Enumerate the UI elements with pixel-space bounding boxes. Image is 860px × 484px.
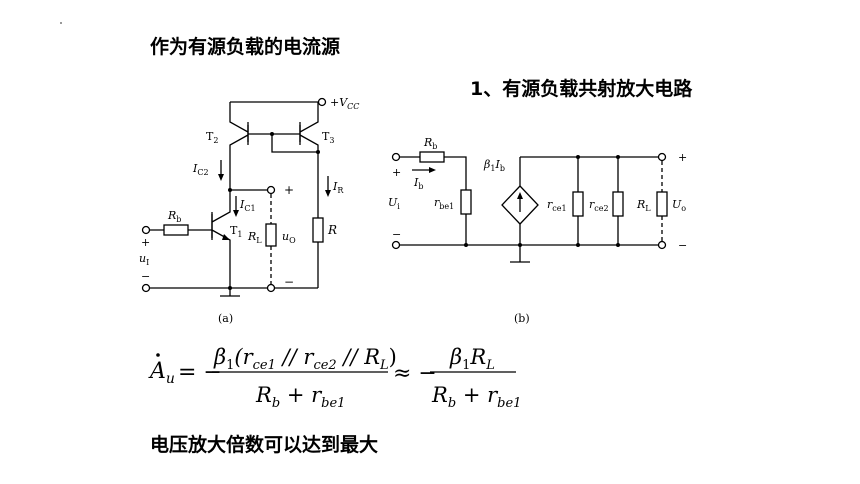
eq-den2: Rb + rbe1 <box>431 383 521 411</box>
node-dot <box>270 132 274 136</box>
rl-resistor <box>265 223 277 247</box>
in-minus: − <box>141 270 150 283</box>
rb-resistor <box>163 224 189 236</box>
output-terminal-plus <box>266 185 276 195</box>
ic2-label: IC2 <box>192 162 209 177</box>
b-in-minus: − <box>392 228 401 241</box>
t2-label: T2 <box>206 130 218 145</box>
b-uo-label: Uo <box>672 198 686 213</box>
vcc-terminal <box>317 97 327 107</box>
in-plus: + <box>141 236 150 249</box>
t3-label: T3 <box>322 130 334 145</box>
t1-emitter-arrow <box>222 234 230 240</box>
page-title: 作为有源负载的电流源 <box>150 36 341 58</box>
input-terminal <box>141 225 151 235</box>
b-dependent-source <box>501 185 539 225</box>
out-minus: − <box>284 275 294 289</box>
circuit-a: +VCC T2 T3 IC2 IR + IC1 T1 <box>139 96 359 325</box>
b-rbe-label: rbe1 <box>434 196 454 211</box>
b-out-minus: − <box>678 239 687 252</box>
eq-num1: β1(rce1 // rce2 // RL) <box>213 345 397 373</box>
b-input-ground-terminal <box>391 240 401 250</box>
eq-approx: ≈ − <box>393 361 437 386</box>
gain-equation: Au = − β1(rce1 // rce2 // RL) Rb + rbe1 … <box>148 345 521 411</box>
b-input-terminal <box>391 152 401 162</box>
b-rl-label: RL <box>636 198 651 213</box>
b-rce1-label: rce1 <box>547 198 567 213</box>
ic2-arrowhead <box>218 174 224 181</box>
node-dot <box>464 243 468 247</box>
b-rce2-resistor <box>612 191 624 217</box>
rb-label: Rb <box>167 209 181 224</box>
t1-label: T1 <box>230 224 242 239</box>
b-rce1-resistor <box>572 191 584 217</box>
out-plus: + <box>284 183 294 197</box>
vcc-label: +VCC <box>330 96 359 111</box>
eq-lhs: Au <box>148 359 175 387</box>
ir-arrowhead <box>325 190 331 197</box>
input-ground-terminal <box>141 283 151 293</box>
b-out-plus: + <box>678 151 687 164</box>
r-label: R <box>327 223 337 237</box>
b-beta-label: β1Ib <box>483 158 505 173</box>
b-rl-resistor <box>656 191 668 217</box>
t2-transistor <box>229 102 249 190</box>
output-terminal-minus <box>266 283 276 293</box>
b-input-branch <box>400 156 467 245</box>
uo-label: uO <box>282 230 296 245</box>
b-rbe-resistor <box>460 189 472 215</box>
eq-dot <box>156 353 160 357</box>
t3-transistor <box>299 102 319 190</box>
mirror-base-link <box>248 133 318 153</box>
caption-b: (b) <box>514 312 530 325</box>
eq-den1: Rb + rbe1 <box>255 383 345 411</box>
node-dot <box>316 150 320 154</box>
ic1-arrowhead <box>233 210 239 217</box>
b-rb-label: Rb <box>423 136 437 151</box>
b-output-terminal-minus <box>657 240 667 250</box>
b-in-plus: + <box>392 166 401 179</box>
b-source-arrowhead <box>517 192 523 199</box>
b-output-terminal-plus <box>657 152 667 162</box>
b-rb-resistor <box>419 151 445 163</box>
circuit-b: Rb Ib + Ui − rbe1 + − β1Ib rce1 <box>388 136 687 325</box>
section-subtitle: 1、有源负载共射放大电路 <box>470 78 693 100</box>
b-ui-label: Ui <box>388 196 400 211</box>
stray-dot <box>60 22 62 24</box>
ir-label: IR <box>332 180 344 195</box>
caption-a: (a) <box>218 312 233 325</box>
rl-label: RL <box>247 230 262 245</box>
r-resistor <box>312 217 324 243</box>
b-ground-symbol <box>510 245 530 263</box>
b-ib-arrowhead <box>429 167 436 173</box>
eq-num2: β1RL <box>449 345 495 373</box>
footer-note: 电压放大倍数可以达到最大 <box>150 434 379 456</box>
ui-label: uI <box>139 252 149 267</box>
ic1-label: IC1 <box>239 198 256 213</box>
b-rce2-label: rce2 <box>589 198 609 213</box>
b-ib-label: Ib <box>413 176 423 191</box>
ground-symbol <box>220 288 240 297</box>
